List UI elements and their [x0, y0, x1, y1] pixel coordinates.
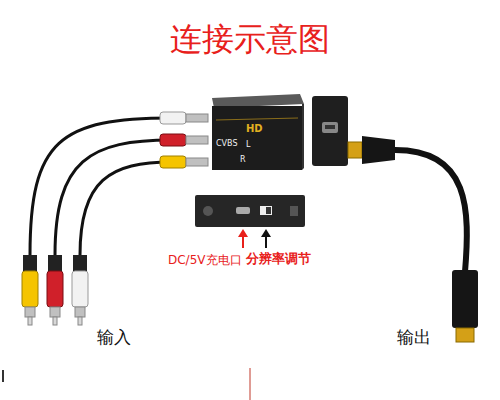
output-label: 输出	[397, 328, 431, 347]
port-callout: DC/5V充电口	[168, 254, 242, 267]
converter-rear	[195, 195, 305, 227]
input-label: 输入	[97, 328, 131, 347]
switch-callout: 分辨率调节	[246, 252, 311, 266]
cable-wire	[30, 118, 172, 255]
rca-loose-plugs	[22, 255, 88, 325]
converter-side	[312, 96, 348, 166]
brand-mark: HD	[246, 123, 263, 134]
cable-wire	[55, 140, 172, 255]
port-label: CVBS	[216, 140, 237, 149]
divider-line	[250, 368, 251, 400]
pointer-arrows	[238, 229, 271, 248]
hdmi-cable	[348, 136, 478, 342]
title: 连接示意图	[170, 22, 330, 57]
edge-mark	[2, 370, 4, 382]
port-label: L	[246, 141, 250, 150]
port-label: R	[240, 156, 246, 165]
rca-plugs	[160, 112, 208, 168]
cable-wire	[80, 162, 172, 255]
converter-box	[212, 94, 304, 170]
